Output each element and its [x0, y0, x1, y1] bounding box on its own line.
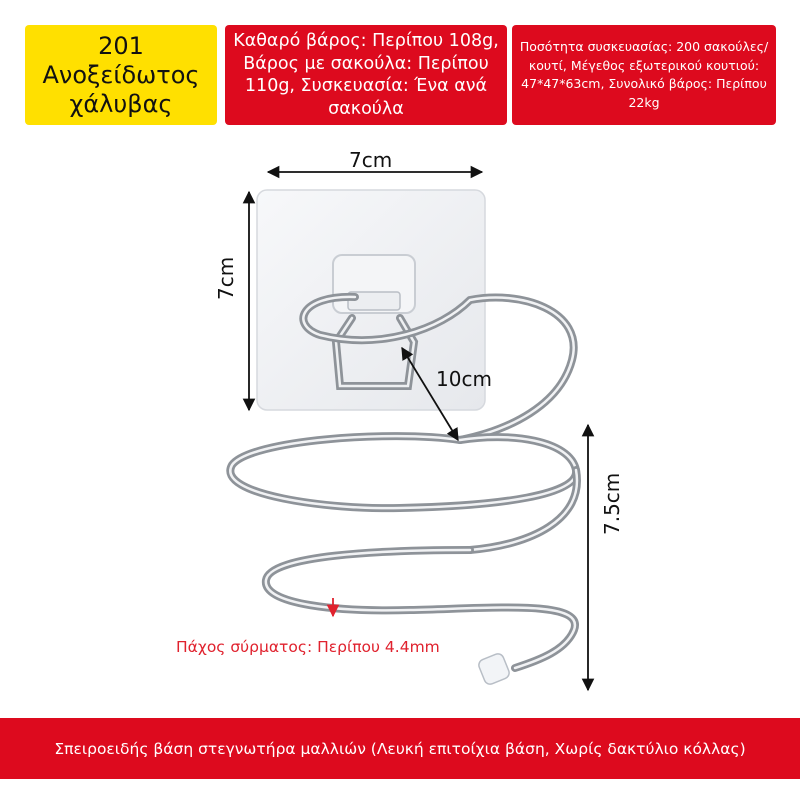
height-label: 7cm	[214, 256, 238, 300]
material-badge: 201 Ανοξείδωτος χάλυβας	[25, 25, 217, 125]
packing-badge-text: Ποσότητα συσκευασίας: 200 σακούλες/κουτί…	[519, 39, 769, 110]
packing-badge: Ποσότητα συσκευασίας: 200 σακούλες/κουτί…	[512, 25, 776, 125]
material-badge-text: 201 Ανοξείδωτος χάλυβας	[42, 31, 200, 118]
wire-thickness-note: Πάχος σύρματος: Περίπου 4.4mm	[176, 638, 440, 656]
hook-clip	[347, 291, 401, 311]
product-title-banner: Σπειροειδής βάση στεγνωτήρα μαλλιών (Λευ…	[0, 718, 800, 779]
depth-label: 7.5cm	[600, 472, 624, 535]
diameter-label: 10cm	[436, 367, 492, 391]
width-label: 7cm	[349, 148, 393, 172]
wire-end-cap	[478, 653, 510, 685]
weight-badge-text: Καθαρό βάρος: Περίπου 108g, Βάρος με σακ…	[233, 31, 499, 119]
weight-badge: Καθαρό βάρος: Περίπου 108g, Βάρος με σακ…	[225, 25, 507, 125]
product-title: Σπειροειδής βάση στεγνωτήρα μαλλιών (Λευ…	[54, 739, 746, 758]
diameter-dimension-arrow	[401, 346, 459, 442]
